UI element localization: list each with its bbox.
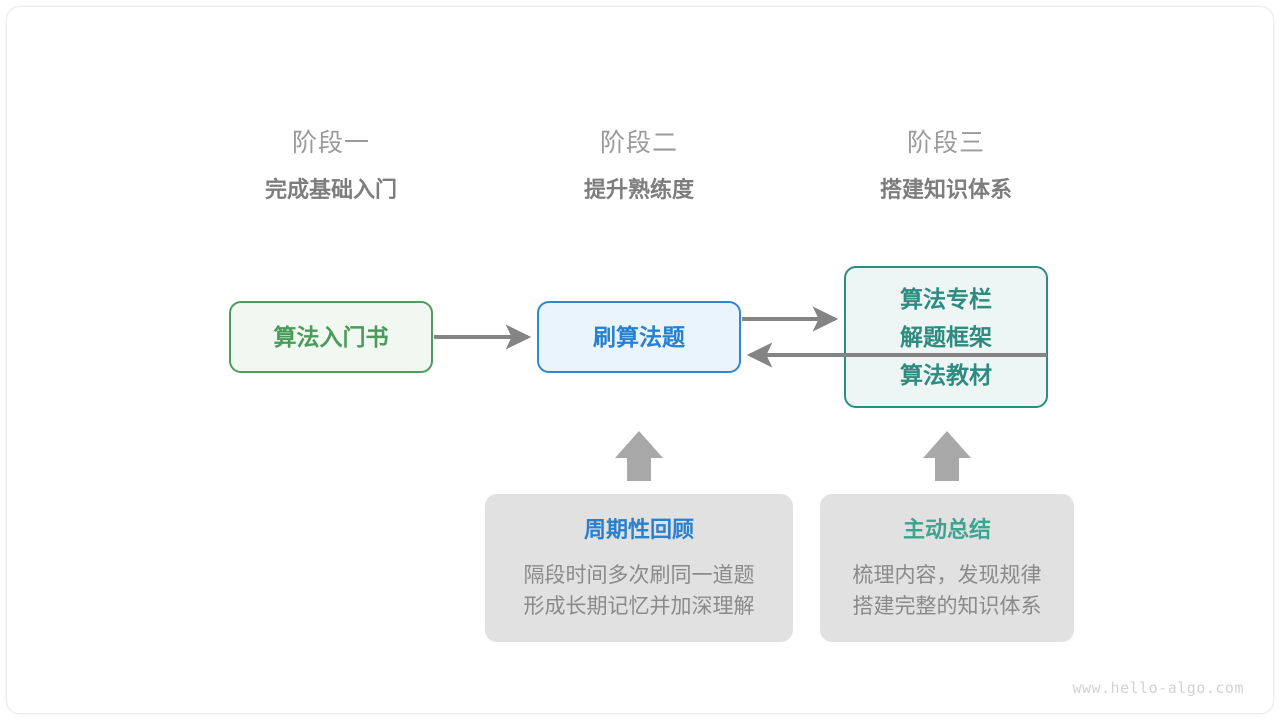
note-body: 隔段时间多次刷同一道题 形成长期记忆并加深理解 [523,564,755,618]
stage-subtitle: 提升熟练度 [583,177,694,202]
stage-header-1: 阶段一 完成基础入门 [201,126,461,207]
node-line: 算法教材 [900,362,992,388]
node-knowledge-resources[interactable]: 算法专栏 解题框架 算法教材 [844,266,1048,408]
stage-header-2: 阶段二 提升熟练度 [509,126,769,207]
watermark: www.hello-algo.com [1072,679,1244,697]
arrow-up-summary [923,431,971,481]
stage-name: 阶段一 [291,129,370,157]
note-title: 周期性回顾 [583,517,694,542]
node-line: 解题框架 [900,324,992,350]
note-title: 主动总结 [902,517,991,542]
stage-name: 阶段二 [599,129,678,157]
note-card-active-summary[interactable]: 主动总结 梳理内容，发现规律 搭建完整的知识体系 [820,494,1074,642]
note-card-periodic-review[interactable]: 周期性回顾 隔段时间多次刷同一道题 形成长期记忆并加深理解 [485,494,793,642]
stage-subtitle: 搭建知识体系 [879,177,1012,202]
stage-subtitle: 完成基础入门 [264,177,397,202]
arrow-up-review [615,431,663,481]
node-intro-book[interactable]: 算法入门书 [229,301,433,373]
stage-header-3: 阶段三 搭建知识体系 [816,126,1076,207]
node-line: 算法专栏 [900,286,992,312]
node-line: 算法入门书 [273,324,389,350]
note-body: 梳理内容，发现规律 搭建完整的知识体系 [852,564,1042,618]
node-practice-problems[interactable]: 刷算法题 [537,301,741,373]
node-line: 刷算法题 [593,324,685,350]
stage-name: 阶段三 [906,129,985,157]
